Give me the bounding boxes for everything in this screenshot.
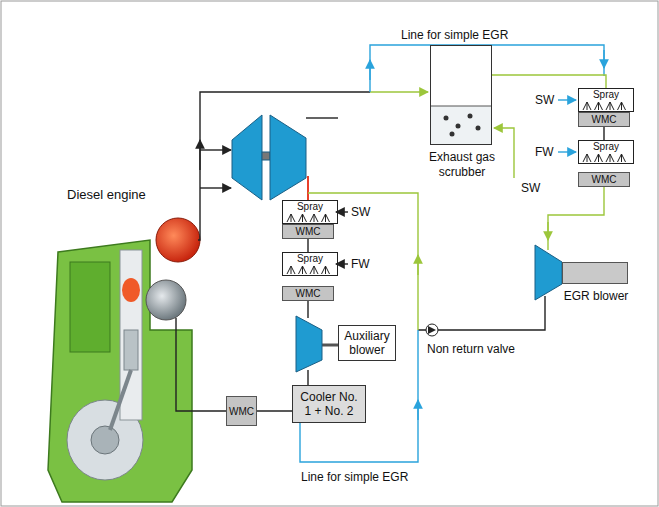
pipe-connector <box>492 75 606 88</box>
diagram-label: SW <box>520 181 541 195</box>
diagram-label: FW <box>350 257 371 271</box>
wmc-box: WMC <box>282 224 334 239</box>
node-text: Cooler No. 1 + No. 2 <box>296 390 362 418</box>
diagram-label: SW <box>534 93 555 107</box>
spray-box: Spray <box>282 200 338 224</box>
blower-box: Auxiliary blower <box>338 325 396 361</box>
diagram-label: Non return valve <box>426 342 516 356</box>
node-text: WMC <box>592 174 617 185</box>
spray-box: Spray <box>578 140 634 164</box>
wmc-box: WMC <box>226 396 257 426</box>
node-text: WMC <box>296 226 321 237</box>
node-text: Auxiliary blower <box>341 329 393 357</box>
wmc-box: WMC <box>578 112 630 127</box>
diagram-label: Line for simple EGR <box>300 470 409 484</box>
node-text: WMC <box>229 406 254 417</box>
node-text: EGR blower <box>556 289 636 303</box>
cooler-box: Cooler No. 1 + No. 2 <box>292 385 366 423</box>
node-text: Spray <box>283 201 337 212</box>
engine-figure <box>48 218 200 502</box>
spray-nozzles <box>287 102 626 274</box>
turbomachines <box>232 115 562 372</box>
scrubber-interior <box>431 106 491 144</box>
node-text: Spray <box>579 141 633 152</box>
node-text: WMC <box>592 114 617 125</box>
diagram-label: Line for simple EGR <box>400 28 509 42</box>
spray-box: Spray <box>282 252 338 276</box>
node-text: WMC <box>296 288 321 299</box>
pipe-lines <box>176 45 604 462</box>
non-return-valve <box>426 324 438 336</box>
diagram-label: SW <box>350 205 371 219</box>
diagram-label: Diesel engine <box>66 188 147 202</box>
diagram-label: FW <box>534 145 555 159</box>
pipe-connector <box>257 410 292 411</box>
spray-box: Spray <box>578 88 634 112</box>
pipe-connector <box>307 239 308 252</box>
blower-motor: EGR blower <box>562 262 628 284</box>
pipe-connector <box>603 127 604 140</box>
wmc-box: WMC <box>578 172 630 187</box>
wmc-box: WMC <box>282 286 334 301</box>
node-text: Exhaust gas scrubber <box>417 150 507 180</box>
node-text: Spray <box>283 253 337 264</box>
scrubber-tank: Exhaust gas scrubber <box>430 45 492 145</box>
node-text: Spray <box>579 89 633 100</box>
